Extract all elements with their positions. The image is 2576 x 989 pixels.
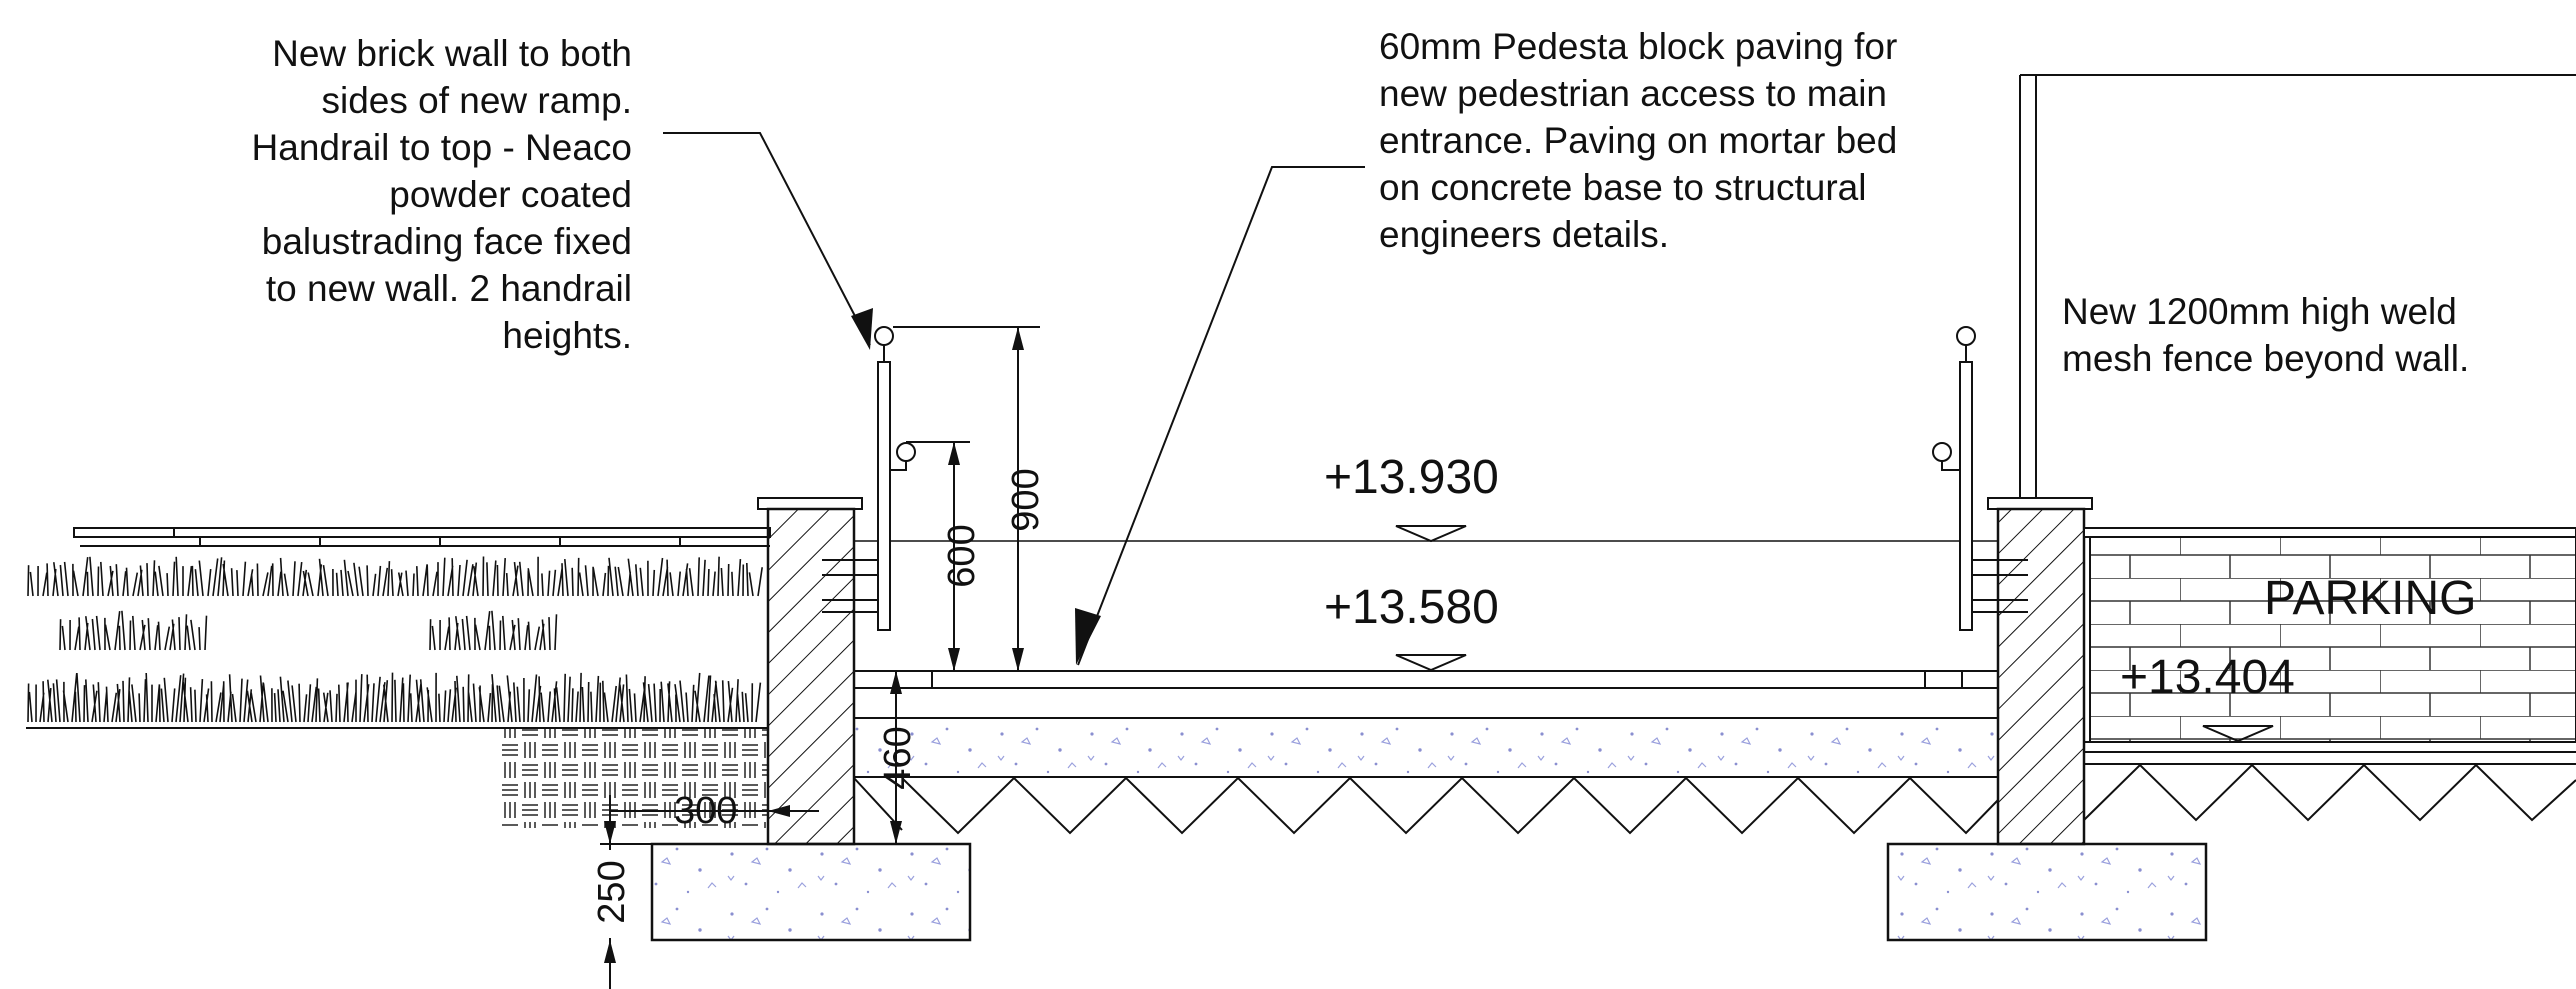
left-existing-wall <box>73 527 771 547</box>
wall-note-line: Handrail to top - Neaco <box>251 127 632 168</box>
paving-note-line: entrance. Paving on mortar bed <box>1379 120 1898 161</box>
left-handrail <box>822 326 916 631</box>
level-label-parking: +13.404 <box>2120 651 2295 704</box>
left-brick-pier <box>757 497 863 846</box>
fence-note: New 1200mm high weld mesh fence beyond w… <box>2062 288 2469 382</box>
dim-250-label: 250 <box>591 860 633 923</box>
leader-lines <box>663 132 1365 666</box>
wall-note-line: balustrading face fixed <box>261 221 632 262</box>
wall-note-line: powder coated <box>389 174 632 215</box>
right-brick-wall <box>2083 527 2576 765</box>
level-label-ramp: +13.580 <box>1324 581 1499 634</box>
wall-handrail-note: New brick wall to both sides of new ramp… <box>0 30 632 359</box>
parking-hardcore-zigzag <box>2083 763 2576 822</box>
level-label-top: +13.930 <box>1324 451 1499 504</box>
fence-note-line: mesh fence beyond wall. <box>2062 338 2470 379</box>
fence-note-line: New 1200mm high weld <box>2062 291 2457 332</box>
right-handrail <box>1932 326 2028 631</box>
left-footing <box>650 842 972 942</box>
wall-note-line: sides of new ramp. <box>321 80 632 121</box>
grass-verge <box>27 556 763 723</box>
dim-460-label: 460 <box>877 726 919 789</box>
paving-note-line: engineers details. <box>1379 214 1670 255</box>
ramp-hardcore-zigzag <box>901 776 1999 835</box>
paving-note-line: 60mm Pedesta block paving for <box>1379 26 1898 67</box>
wall-note-line: New brick wall to both <box>272 33 632 74</box>
ramp-concrete-base <box>854 718 1998 777</box>
right-footing <box>1886 842 2208 942</box>
right-brick-pier <box>1987 497 2093 846</box>
leader-arrowhead-wall <box>851 308 873 350</box>
parking-label: PARKING <box>2264 572 2477 625</box>
dim-600-label: 600 <box>941 524 983 587</box>
dim-900-label: 900 <box>1005 468 1047 531</box>
leader-arrowhead-paving <box>1075 608 1101 665</box>
paving-note-line: on concrete base to structural <box>1379 167 1867 208</box>
dimension-arrows <box>604 327 1024 963</box>
wall-note-line: to new wall. 2 handrail <box>265 268 632 309</box>
paving-note: 60mm Pedesta block paving for new pedest… <box>1379 23 1897 258</box>
wall-note-line: heights. <box>502 315 632 356</box>
dim-300-label: 300 <box>674 790 737 832</box>
paving-note-line: new pedestrian access to main <box>1379 73 1887 114</box>
weld-mesh-fence <box>2019 74 2576 498</box>
level-markers <box>1395 525 2274 743</box>
